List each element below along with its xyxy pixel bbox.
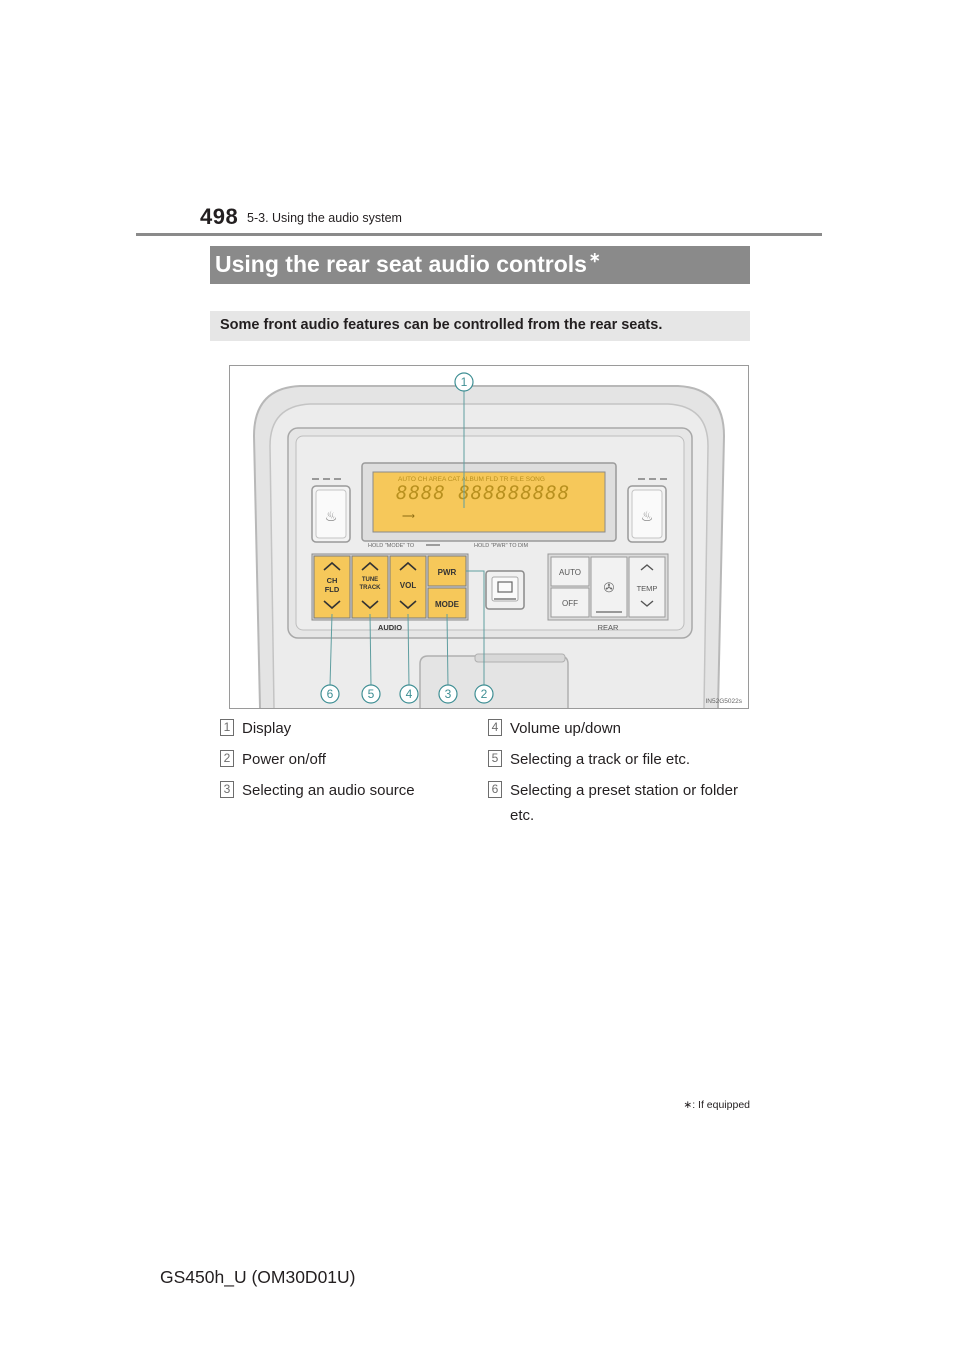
display-digits: 8888 888888888: [396, 482, 570, 504]
section-title-bar: Using the rear seat audio controls∗: [210, 246, 750, 284]
legend-text: Power on/off: [242, 751, 326, 768]
summary-box: Some front audio features can be control…: [210, 311, 750, 341]
screen-icon: [497, 581, 513, 593]
fld-label: FLD: [325, 585, 340, 594]
auto-label: AUTO: [559, 568, 581, 577]
hold-pwr-caption: HOLD "PWR" TO DIM: [474, 543, 529, 549]
display-indicator-text: AUTO CH AREA CAT ALBUM FLD TR FILE SONG: [398, 476, 545, 483]
fan-button: ✇: [590, 556, 628, 618]
callout-label-2: 2: [481, 687, 488, 701]
footnote-text: : If equipped: [692, 1099, 750, 1111]
rear-console-illustration: ♨ ♨ AUTO CH AREA CAT ALBUM FLD TR FILE S…: [252, 372, 726, 708]
section-title: Using the rear seat audio controls∗: [215, 249, 601, 278]
pwr-button: PWR: [427, 555, 467, 587]
auto-button: AUTO: [550, 556, 590, 587]
legend-text: Selecting a track or file etc.: [510, 751, 691, 768]
seat-heater-icon: ♨: [641, 508, 654, 524]
legend-text: Display: [242, 720, 292, 737]
ch-fld-button: CH FLD: [313, 555, 351, 619]
temp-label: TEMP: [637, 584, 658, 593]
rear-audio-controls-figure: ♨ ♨ AUTO CH AREA CAT ALBUM FLD TR FILE S…: [229, 365, 749, 709]
footnote-mark: ∗: [683, 1099, 693, 1111]
seat-heater-icon: ♨: [325, 508, 338, 524]
fan-icon: ✇: [604, 580, 615, 595]
lcd-display: [372, 471, 606, 533]
track-label: TRACK: [360, 585, 382, 591]
display-arrow-icon: ⟶: [402, 511, 415, 521]
callout-label-4: 4: [406, 687, 413, 701]
legend-number: 1: [220, 719, 234, 736]
mode-label: MODE: [435, 600, 460, 609]
footnote: ∗: If equipped: [683, 1099, 750, 1111]
audio-group-label: AUDIO: [378, 623, 402, 632]
callout-circle-6: [320, 684, 340, 704]
vol-label: VOL: [400, 581, 417, 590]
header-rule: [136, 233, 822, 236]
legend-number: 2: [220, 750, 234, 767]
legend-text: Selecting a preset station or folder etc…: [510, 782, 738, 824]
vol-button: VOL: [389, 555, 427, 619]
legend-number: 4: [488, 719, 502, 736]
rear-group-label: REAR: [598, 623, 619, 632]
callout-label-6: 6: [327, 687, 334, 701]
legend-text: Selecting an audio source: [242, 782, 415, 799]
callout-circle-5: [361, 684, 381, 704]
callout-markers: [320, 372, 494, 704]
temp-button: TEMP: [628, 556, 666, 618]
if-equipped-mark: ∗: [588, 249, 601, 265]
legend-number: 3: [220, 781, 234, 798]
hold-mode-caption: HOLD "MODE" TO: [368, 543, 415, 549]
figure-code: IN52G5022s: [705, 698, 743, 705]
mode-button: MODE: [427, 587, 467, 619]
callout-label-3: 3: [445, 687, 452, 701]
off-button: OFF: [550, 587, 590, 618]
tune-track-button: TUNE TRACK: [351, 555, 389, 619]
pwr-label: PWR: [438, 568, 457, 577]
footer-model-code: GS450h_U (OM30D01U): [160, 1267, 356, 1287]
callout-circle-1: [454, 372, 474, 392]
callout-leaders: [329, 389, 485, 687]
off-label: OFF: [562, 599, 578, 608]
callout-circle-3: [438, 684, 458, 704]
callout-circle-4: [399, 684, 419, 704]
callout-label-1: 1: [461, 375, 468, 389]
summary-text: Some front audio features can be control…: [220, 317, 663, 333]
callout-circle-2: [474, 684, 494, 704]
legend-text: Volume up/down: [510, 720, 621, 737]
legend-number: 6: [488, 781, 502, 798]
ch-label: CH: [327, 576, 338, 585]
callout-label-5: 5: [368, 687, 375, 701]
page-number: 498: [200, 204, 239, 229]
section-title-text: Using the rear seat audio controls: [215, 251, 587, 277]
lower-pod-slot: [474, 653, 566, 663]
section-breadcrumb: 5-3. Using the audio system: [247, 211, 402, 225]
tune-label: TUNE: [362, 577, 378, 583]
legend-number: 5: [488, 750, 502, 767]
